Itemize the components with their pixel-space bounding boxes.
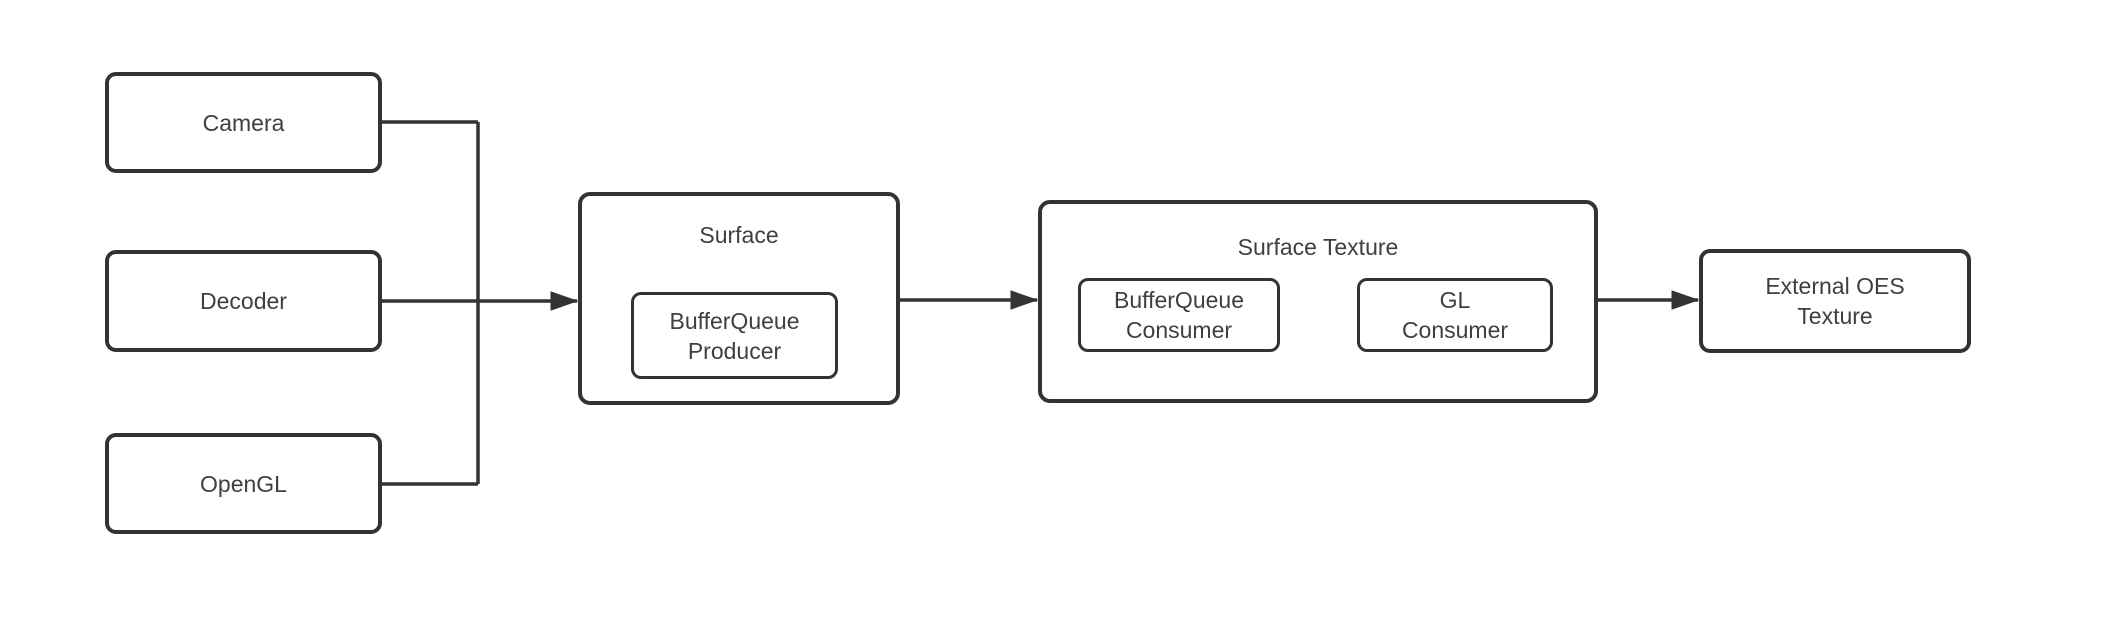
decoder-label: Decoder (200, 288, 287, 314)
bufferqueue-consumer-node: BufferQueue Consumer (1078, 278, 1280, 352)
decoder-node: Decoder (105, 250, 382, 352)
opengl-node: OpenGL (105, 433, 382, 534)
gl-consumer-node: GL Consumer (1357, 278, 1553, 352)
gl-consumer-label: GL Consumer (1401, 287, 1509, 343)
surface-texture-title: Surface Texture (1237, 234, 1399, 260)
external-oes-texture-node: External OES Texture (1699, 249, 1971, 353)
camera-node: Camera (105, 72, 382, 173)
bufferqueue-consumer-label: BufferQueue Consumer (1113, 287, 1244, 343)
bufferqueue-producer-node: BufferQueue Producer (631, 292, 838, 379)
camera-label: Camera (202, 109, 285, 136)
surface-title: Surface (699, 222, 779, 248)
bufferqueue-producer-label: BufferQueue Producer (669, 307, 800, 364)
opengl-label: OpenGL (200, 470, 287, 497)
surface-container: Surface BufferQueue Producer (578, 192, 900, 405)
surface-texture-container: Surface Texture BufferQueue Consumer GL … (1038, 200, 1598, 403)
external-oes-texture-label: External OES Texture (1765, 273, 1905, 329)
